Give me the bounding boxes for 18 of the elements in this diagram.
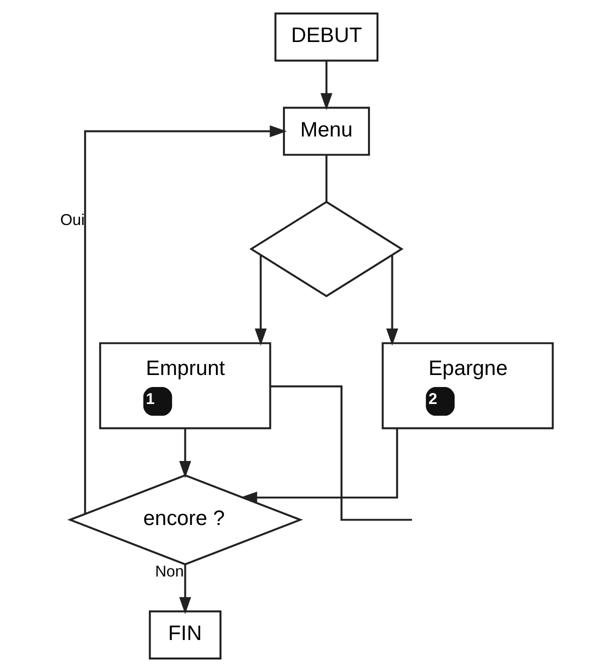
connector bbox=[325, 155, 328, 202]
node-diamond bbox=[249, 200, 404, 298]
connector bbox=[270, 385, 412, 521]
arrow bbox=[240, 428, 398, 504]
edge-label: Non bbox=[155, 564, 184, 581]
arrow bbox=[254, 255, 267, 346]
node-box: Epargne 2 bbox=[382, 342, 554, 430]
node-box: Menu bbox=[282, 106, 370, 156]
arrow bbox=[84, 125, 287, 514]
node-box: Emprunt 1 bbox=[99, 342, 272, 430]
arrow bbox=[179, 428, 192, 478]
node-diamond: encore ? bbox=[67, 474, 303, 566]
node-box: FIN bbox=[148, 610, 222, 660]
edge-label: Oui bbox=[60, 212, 85, 230]
node-box: DEBUT bbox=[274, 12, 378, 62]
arrow bbox=[179, 564, 192, 614]
arrow bbox=[320, 60, 332, 110]
arrow bbox=[386, 255, 398, 346]
